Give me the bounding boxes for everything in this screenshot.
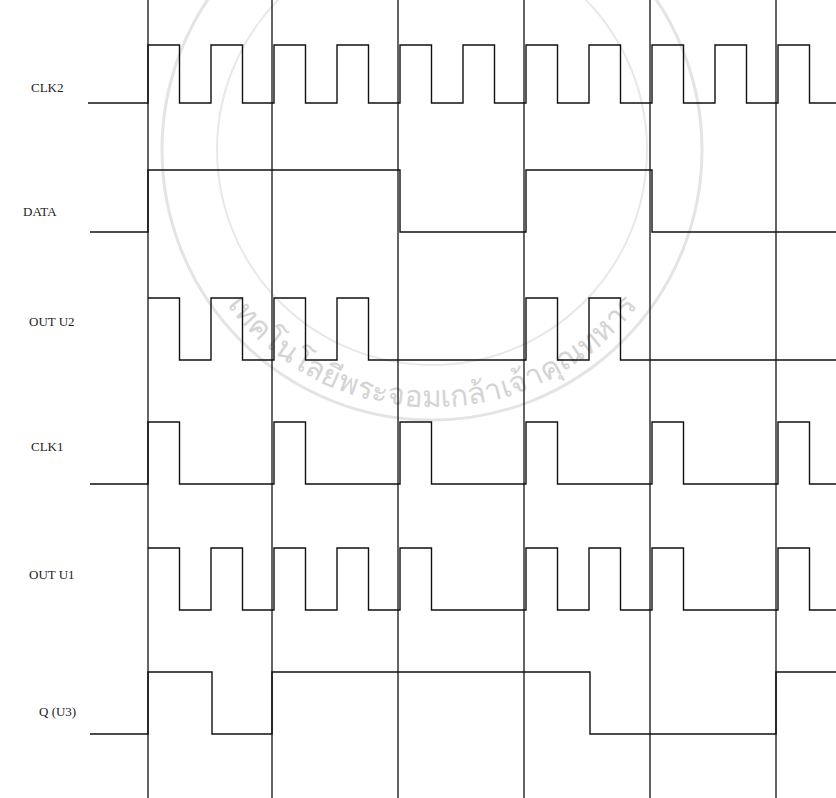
signal-waveform [148, 548, 836, 610]
signal-name: Q (U3) [38, 704, 77, 720]
signal-waveform [90, 422, 836, 484]
signal-waveform [148, 298, 836, 360]
signal-name: CLK2 [30, 80, 65, 96]
time-grid-line [523, 0, 524, 798]
signal-waveform [90, 170, 836, 232]
signal-waveform [88, 45, 836, 103]
signal-name: DATA [22, 204, 58, 220]
watermark-text: เทคโนโลยีพระจอมเกล้าเจ้าคุณทหาร [221, 288, 643, 415]
signal-name: OUT U1 [28, 567, 76, 583]
signal-name: OUT U2 [28, 314, 76, 330]
signal-waveform [90, 672, 836, 734]
time-grid-line [649, 0, 650, 798]
signal-name: CLK1 [30, 439, 65, 455]
time-grid-line [397, 0, 398, 798]
